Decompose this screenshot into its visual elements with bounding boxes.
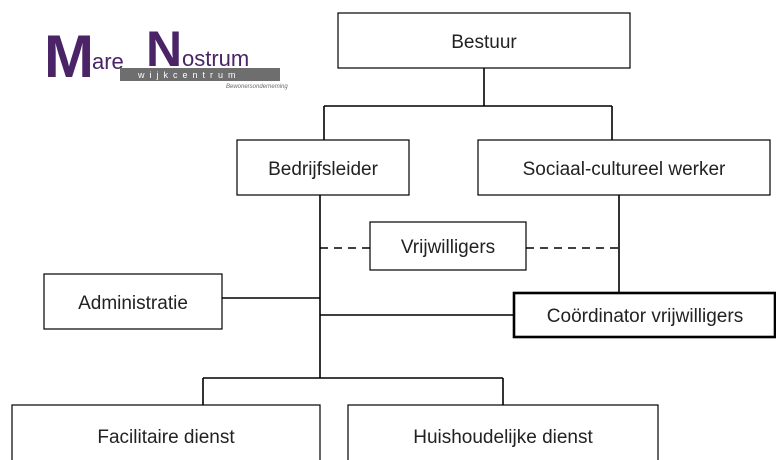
logo-word-ostrum: ostrum bbox=[182, 46, 249, 71]
node-label-administratie: Administratie bbox=[78, 293, 188, 314]
node-label-bedrijfsleider: Bedrijfsleider bbox=[268, 159, 378, 180]
connectors bbox=[202, 68, 620, 405]
node-administratie: Administratie bbox=[43, 273, 223, 330]
node-label-vrijwilligers: Vrijwilligers bbox=[401, 237, 495, 258]
logo: M are N ostrum wijkcentrum Bewonersonder… bbox=[44, 21, 288, 90]
node-huishoudelijke-dienst: Huishoudelijke dienst bbox=[347, 404, 659, 460]
node-bestuur: Bestuur bbox=[337, 12, 631, 69]
node-coordinator-vrijwilligers: Coördinator vrijwilligers bbox=[512, 291, 776, 339]
logo-tagline: Bewonersonderneming bbox=[226, 84, 288, 90]
node-vrijwilligers: Vrijwilligers bbox=[369, 221, 527, 271]
node-sociaal-cultureel-werker: Sociaal-cultureel werker bbox=[477, 139, 771, 196]
logo-word-are: are bbox=[92, 49, 124, 74]
node-label-coordinator-vrijwilligers: Coördinator vrijwilligers bbox=[547, 306, 743, 327]
node-bedrijfsleider: Bedrijfsleider bbox=[236, 139, 410, 196]
node-facilitaire-dienst: Facilitaire dienst bbox=[11, 404, 321, 460]
logo-subtitle: wijkcentrum bbox=[137, 70, 241, 80]
node-label-huishoudelijke-dienst: Huishoudelijke dienst bbox=[413, 427, 593, 448]
node-label-sociaal-cultureel-werker: Sociaal-cultureel werker bbox=[523, 159, 726, 180]
logo-letter-m: M bbox=[44, 23, 94, 90]
node-label-bestuur: Bestuur bbox=[451, 32, 517, 53]
logo-band bbox=[120, 68, 280, 81]
logo-letter-n: N bbox=[146, 21, 182, 77]
node-label-facilitaire-dienst: Facilitaire dienst bbox=[97, 427, 235, 448]
